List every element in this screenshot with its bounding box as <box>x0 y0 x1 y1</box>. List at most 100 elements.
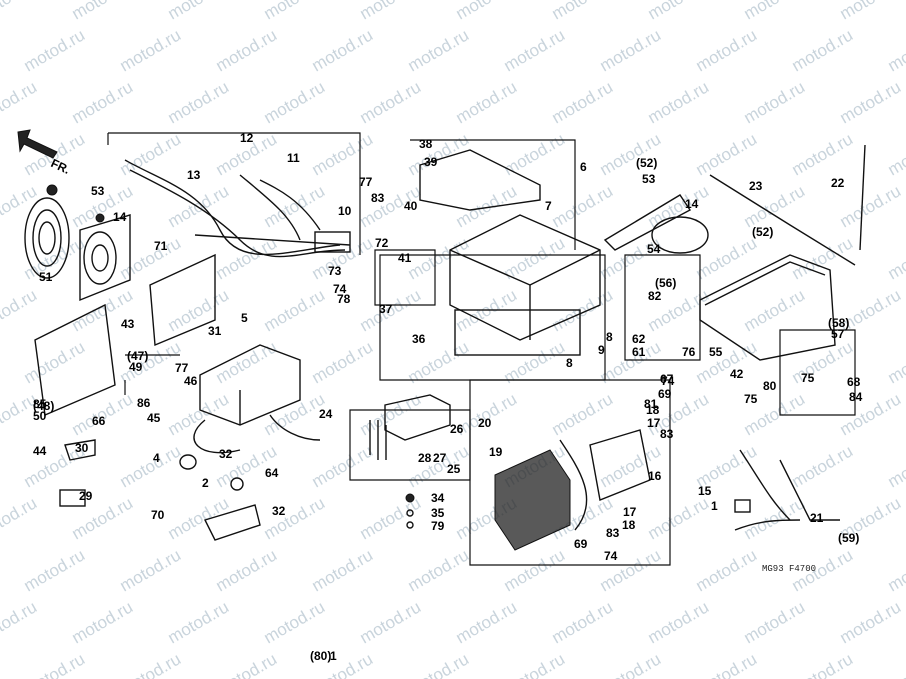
watermark-text: motod.ru <box>309 233 377 283</box>
watermark-text: motod.ru <box>885 337 906 387</box>
part-callout: (58) <box>828 316 849 330</box>
watermark-text: motod.ru <box>309 441 377 491</box>
part-callout: 14 <box>113 210 127 224</box>
part-callout: 2 <box>202 476 209 490</box>
part-callout: 80 <box>763 379 777 393</box>
watermark-text: motod.ru <box>453 181 521 231</box>
part-callout: 68 <box>847 375 861 389</box>
part-callout: 5 <box>241 311 248 325</box>
part-callout: 71 <box>154 239 168 253</box>
watermark-text: motod.ru <box>837 181 905 231</box>
watermark-text: motod.ru <box>405 649 473 679</box>
watermark-text: motod.ru <box>405 25 473 75</box>
part-callout: 31 <box>208 324 222 338</box>
watermark-text: motod.ru <box>261 181 329 231</box>
watermark-text: motod.ru <box>405 233 473 283</box>
watermark-text: motod.ru <box>789 337 857 387</box>
part-callout: (52) <box>636 156 657 170</box>
part-callout: 8 <box>606 330 613 344</box>
watermark-text: motod.ru <box>885 233 906 283</box>
watermark-text: motod.ru <box>0 493 40 543</box>
watermark-text: motod.ru <box>357 77 425 127</box>
watermark-text: motod.ru <box>117 545 185 595</box>
part-callout: 75 <box>801 371 815 385</box>
part-callout: 10 <box>338 204 352 218</box>
watermark-text: motod.ru <box>165 285 233 335</box>
part-callout: 61 <box>632 345 646 359</box>
diagram-code: MG93 F4700 <box>762 564 816 574</box>
part-callout: 85 <box>33 397 47 411</box>
part-callout: 82 <box>648 289 662 303</box>
watermark-text: motod.ru <box>309 25 377 75</box>
part-callout: 66 <box>92 414 106 428</box>
watermark-text: motod.ru <box>549 0 617 23</box>
part-callout: 49 <box>129 360 143 374</box>
watermark-text: motod.ru <box>501 545 569 595</box>
small-parts <box>59 439 415 541</box>
watermark-text: motod.ru <box>405 545 473 595</box>
assembly-frames <box>107 132 856 566</box>
part-callout: 70 <box>151 508 165 522</box>
part-callout: 79 <box>431 519 445 533</box>
part-callout: 77 <box>359 175 373 189</box>
part-callout: 17 <box>647 416 661 430</box>
watermark-text: motod.ru <box>0 77 40 127</box>
left-speaker-group <box>24 184 216 417</box>
part-callout: 74 <box>661 374 675 388</box>
part-callout: 43 <box>121 317 135 331</box>
part-callout: 50 <box>33 409 47 423</box>
part-callout: 40 <box>404 199 418 213</box>
part-callout: 30 <box>75 441 89 455</box>
part-callout: 53 <box>642 172 656 186</box>
watermark-text: motod.ru <box>357 493 425 543</box>
watermark-text: motod.ru <box>261 285 329 335</box>
watermark-text: motod.ru <box>405 441 473 491</box>
part-callout: 11 <box>287 151 300 165</box>
watermark-text: motod.ru <box>165 389 233 439</box>
watermark-text: motod.ru <box>453 597 521 647</box>
watermark-text: motod.ru <box>357 597 425 647</box>
part-callout: 74 <box>333 282 347 296</box>
part-callout: 51 <box>39 270 53 284</box>
watermark-text: motod.ru <box>117 441 185 491</box>
watermark-text: motod.ru <box>309 337 377 387</box>
part-callout: 44 <box>33 444 47 458</box>
watermark-text: motod.ru <box>645 77 713 127</box>
watermark-text: motod.ru <box>549 597 617 647</box>
part-callout: 6 <box>580 160 587 174</box>
watermark-text: motod.ru <box>741 0 809 23</box>
part-callout: 86 <box>137 396 151 410</box>
watermark-text: motod.ru <box>117 129 185 179</box>
part-callout: 84 <box>849 390 863 404</box>
watermark-text: motod.ru <box>597 441 665 491</box>
watermark-text: motod.ru <box>597 649 665 679</box>
part-callout: 18 <box>622 518 636 532</box>
part-callout: 64 <box>265 466 279 480</box>
watermark-text: motod.ru <box>165 77 233 127</box>
part-callout: 27 <box>433 451 447 465</box>
part-callout: 1 <box>330 649 337 663</box>
part-callout: 1 <box>711 499 718 513</box>
watermark-text: motod.ru <box>0 0 40 23</box>
part-callout: 46 <box>184 374 198 388</box>
part-callout: 17 <box>623 505 637 519</box>
watermark-text: motod.ru <box>21 337 89 387</box>
part-callout: 29 <box>79 489 93 503</box>
watermark-text: motod.ru <box>69 77 137 127</box>
part-callout: 83 <box>606 526 620 540</box>
part-callout: 57 <box>831 327 845 341</box>
watermark-text: motod.ru <box>21 25 89 75</box>
watermark-text: motod.ru <box>165 0 233 23</box>
part-callout: 16 <box>648 469 662 483</box>
part-callout: 77 <box>175 361 189 375</box>
part-callout: 69 <box>658 387 672 401</box>
part-callout: (59) <box>838 531 859 545</box>
watermark-text: motod.ru <box>789 649 857 679</box>
watermark-text: motod.ru <box>837 597 905 647</box>
watermark-text: motod.ru <box>501 25 569 75</box>
watermark-text: motod.ru <box>837 0 905 23</box>
part-callout: 38 <box>419 137 433 151</box>
part-callout: (48) <box>33 399 54 413</box>
